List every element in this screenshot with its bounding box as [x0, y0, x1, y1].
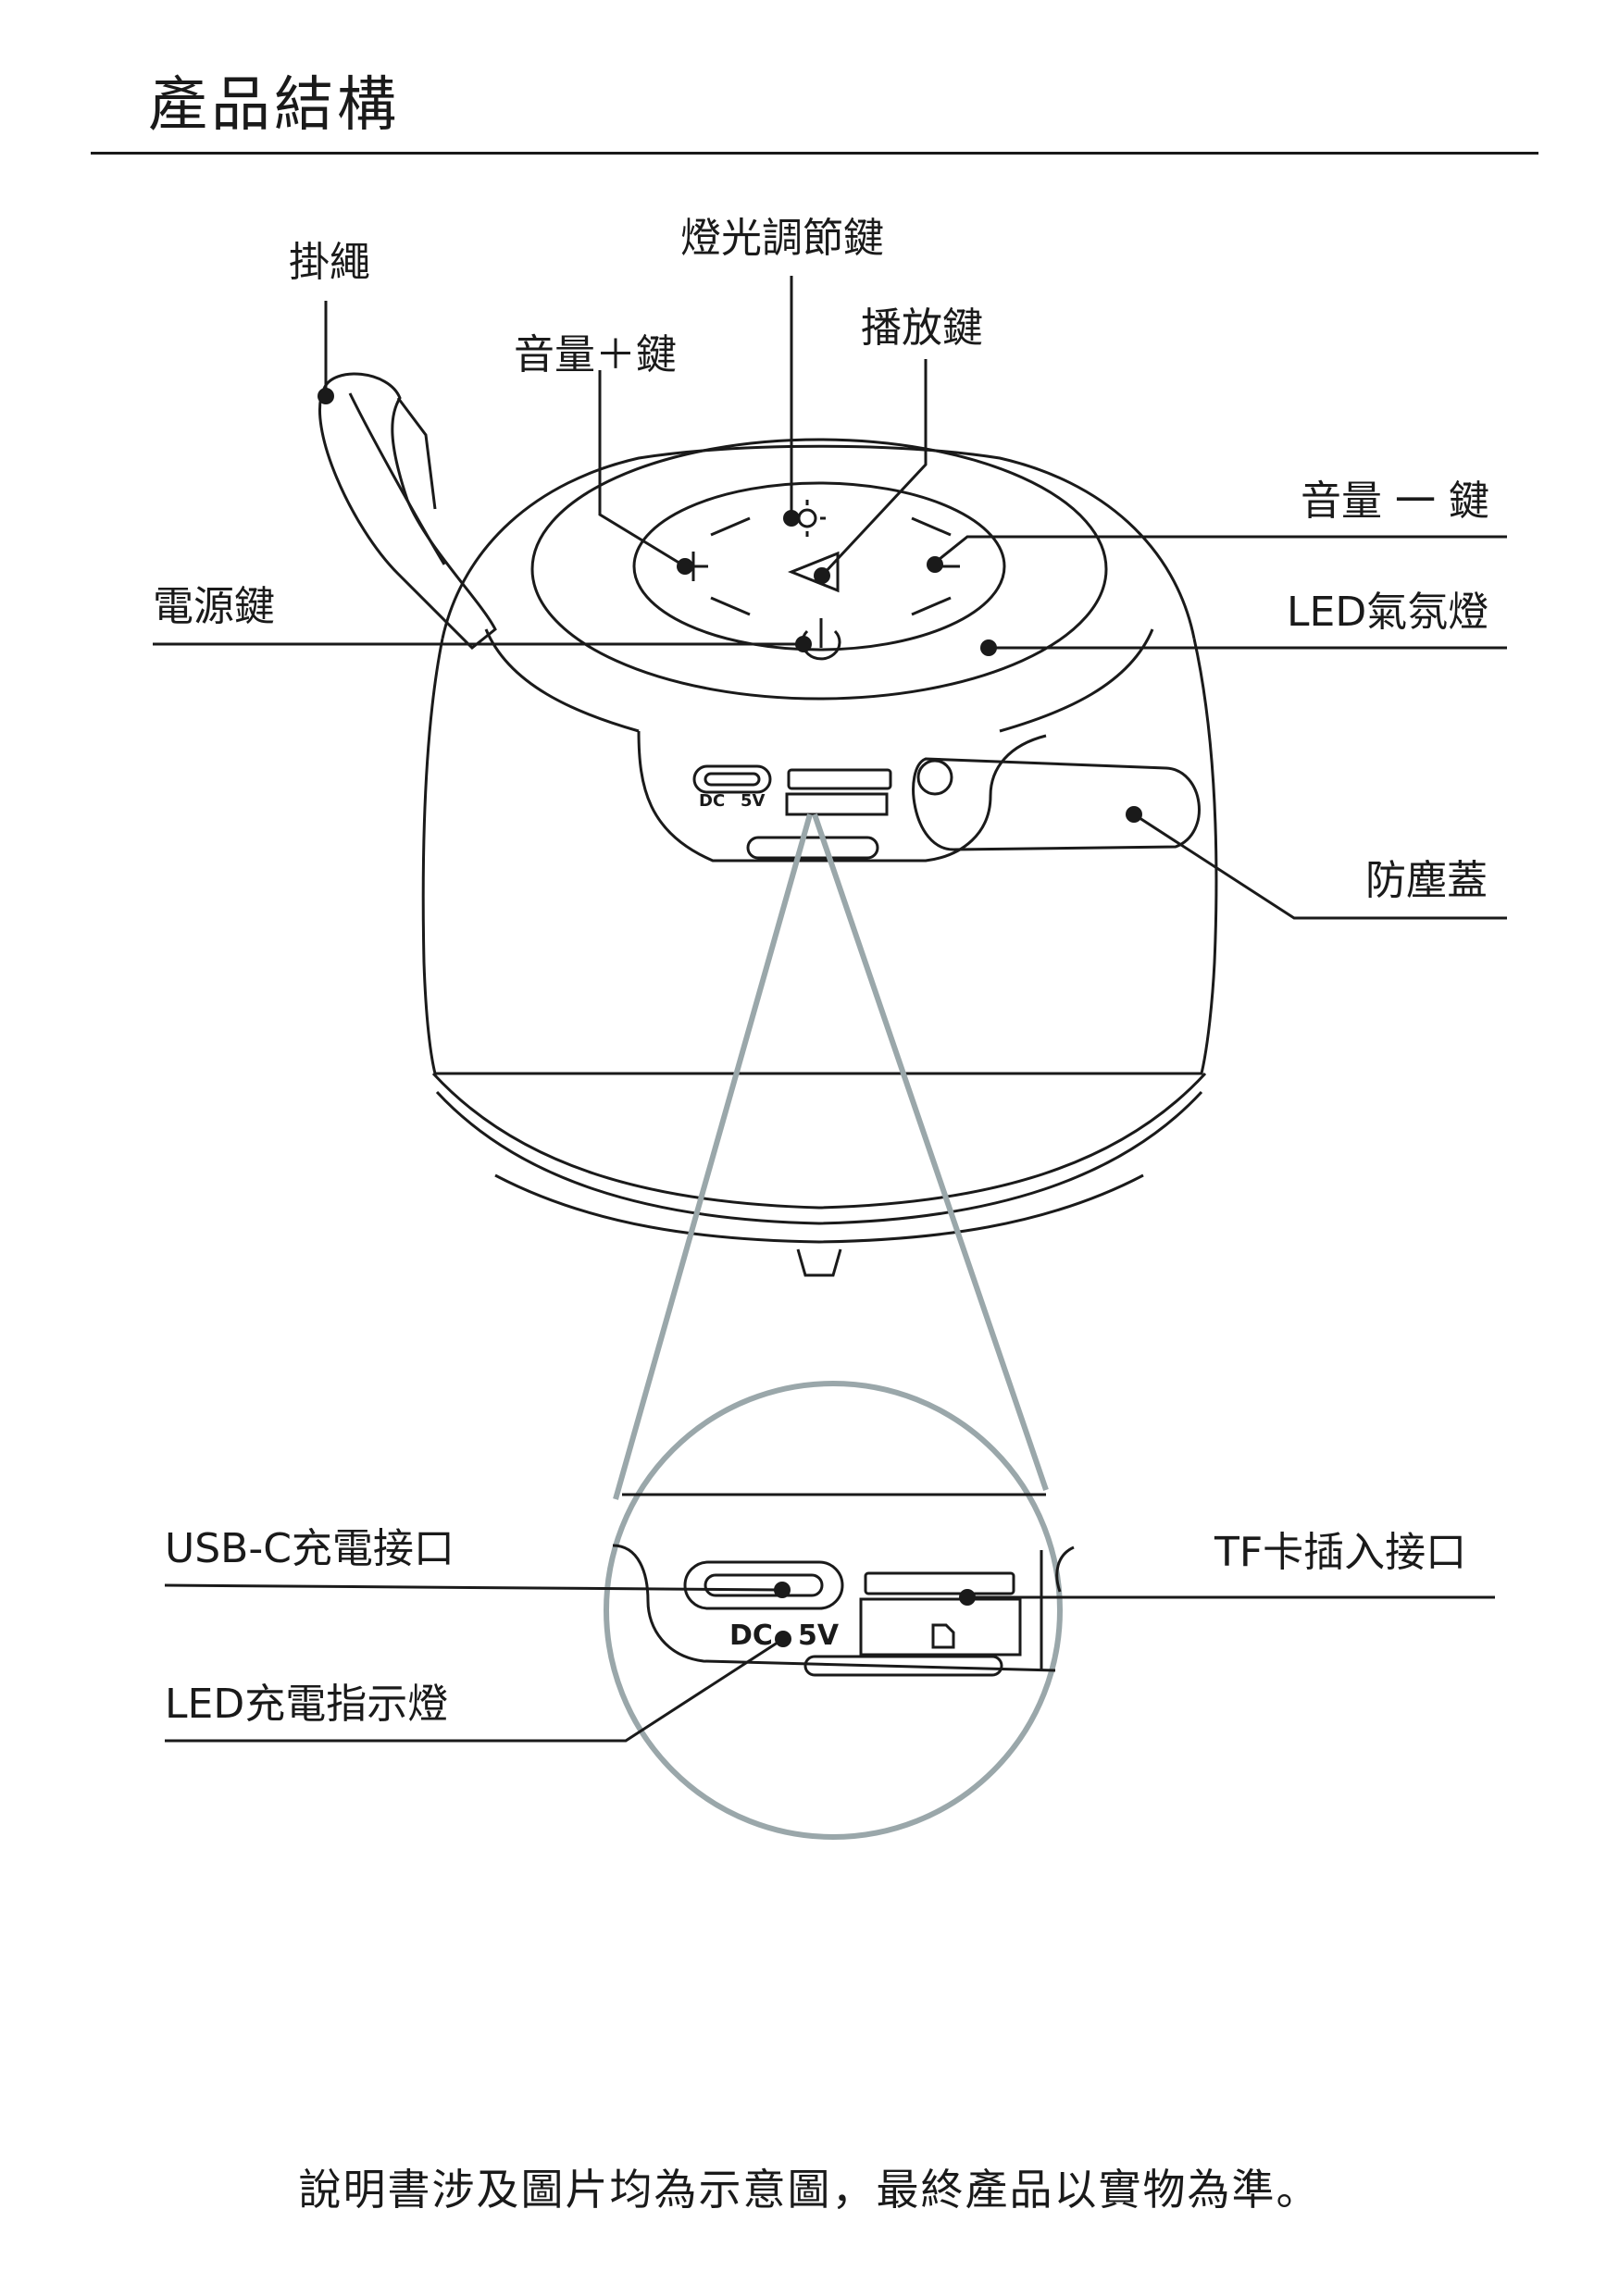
leader-dust-cover	[1133, 813, 1507, 920]
tf-card-slot-zoom	[864, 1571, 1015, 1595]
usb-c-port	[692, 764, 772, 794]
play-icon	[787, 551, 840, 593]
label-play: 播放鍵	[861, 304, 983, 352]
leader-usb-c	[164, 1583, 783, 1592]
label-volume-down: 音量 一 鍵	[1301, 478, 1489, 525]
top-outer-ring	[530, 438, 1108, 701]
lanyard-strap	[318, 372, 497, 651]
page-title: 產品結構	[148, 71, 400, 140]
label-power: 電源鍵	[153, 583, 275, 630]
zoom-line-right	[812, 813, 1049, 1491]
port-dc-mark: DC	[699, 791, 725, 811]
speaker-body	[421, 638, 1218, 1075]
leader-play	[820, 359, 928, 577]
zoom-line-left	[613, 813, 813, 1500]
speaker-top-shell	[441, 444, 1196, 639]
label-usb-c: USB-C充電接口	[165, 1525, 455, 1572]
label-led-ambient: LED氣氛燈	[1287, 589, 1489, 636]
sd-card-icon	[931, 1623, 955, 1649]
port-volt-mark: 5V	[741, 791, 766, 811]
leader-vol-down	[934, 535, 1507, 565]
label-volume-up: 音量＋鍵	[514, 331, 677, 379]
speaker-bottom-band	[431, 1072, 1207, 1210]
dust-cover	[912, 757, 1201, 851]
zoom-circle	[604, 1381, 1063, 1840]
label-tf-card: TF卡插入接口	[1214, 1529, 1467, 1576]
speaker-foot	[796, 1248, 842, 1277]
tf-card-slot	[787, 768, 892, 790]
label-led-charge: LED充電指示燈	[165, 1681, 449, 1728]
title-divider	[91, 152, 1538, 155]
port-volt-mark-zoom: 5V	[798, 1620, 840, 1652]
control-panel	[632, 481, 1006, 652]
usb-c-port-zoom	[683, 1560, 844, 1610]
leader-vol-up	[598, 370, 686, 568]
leader-led-charge	[165, 1637, 784, 1743]
label-dust-cover: 防塵蓋	[1365, 857, 1488, 904]
label-lanyard: 掛繩	[289, 239, 370, 286]
disclaimer-footer: 說明書涉及圖片均為示意圖，最終產品以實物為準。	[298, 2165, 1321, 2215]
label-light-button: 燈光調節鍵	[680, 215, 884, 262]
port-dc-mark-zoom: DC	[729, 1620, 773, 1652]
